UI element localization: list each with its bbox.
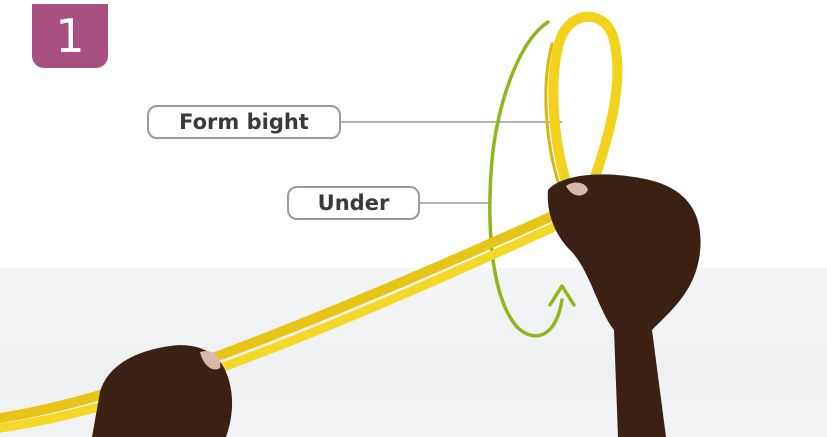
left-hand (92, 345, 232, 437)
under-label: Under (318, 191, 390, 215)
rope (0, 17, 617, 428)
form-bight-label: Form bight (179, 110, 309, 134)
step-number-badge: 1 (32, 4, 108, 68)
under-callout: Under (287, 186, 420, 220)
right-hand (548, 174, 701, 437)
form-bight-callout: Form bight (147, 105, 341, 139)
step-number: 1 (55, 13, 84, 59)
